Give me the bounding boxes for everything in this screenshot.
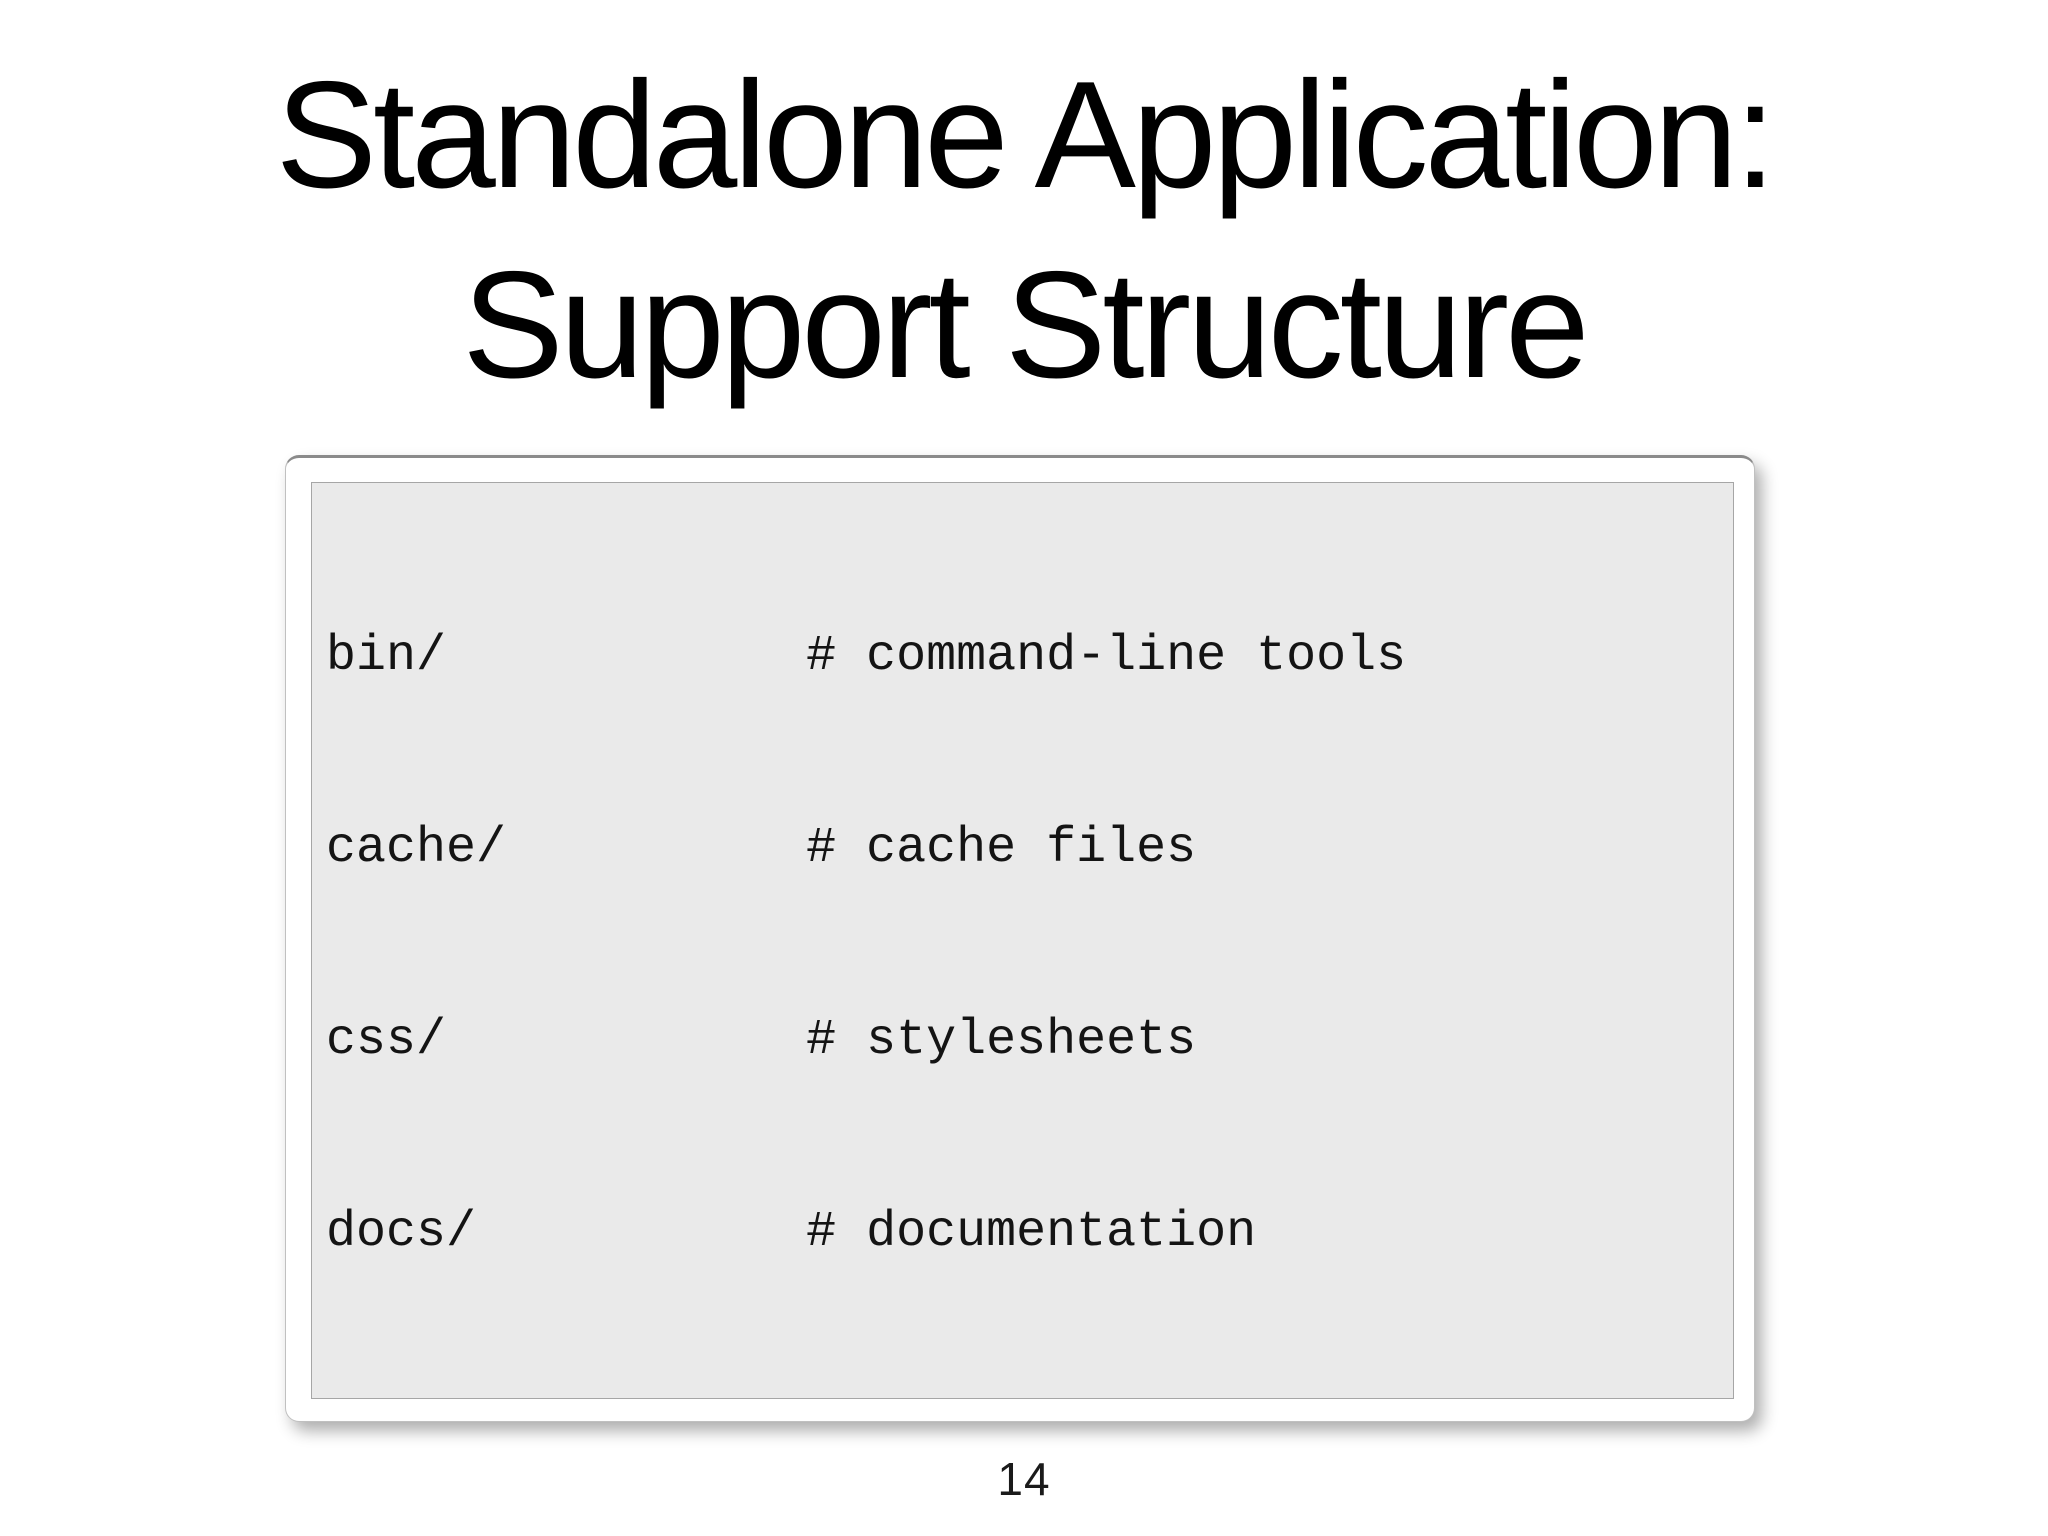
dir-comment: # cache files (806, 820, 1197, 877)
dir-comment: # images (806, 1396, 1046, 1398)
slide-title-line2: Support Structure (462, 240, 1589, 410)
slide-title-line1: Standalone Application: (275, 50, 1777, 220)
dir-name: cache/ (326, 820, 507, 877)
code-line: css/ # stylesheets (326, 1009, 1733, 1073)
dir-comment: # stylesheets (806, 1012, 1197, 1069)
code-line: docs/ # documentation (326, 1201, 1733, 1265)
page-number: 14 (997, 1453, 1051, 1505)
code-frame: bin/ # command-line tools cache/ # cache f… (285, 455, 1755, 1422)
code-line: bin/ # command-line tools (326, 625, 1733, 689)
dir-name: css/ (326, 1012, 447, 1069)
dir-name: docs/ (326, 1204, 477, 1261)
code-line: cache/ # cache files (326, 817, 1733, 881)
code-line: img/# images (326, 1393, 1733, 1398)
dir-name: bin/ (326, 628, 447, 685)
dir-comment: # command-line tools (806, 628, 1407, 685)
directory-listing-panel: bin/ # command-line tools cache/ # cache f… (311, 482, 1734, 1399)
dir-name: img/ (326, 1393, 806, 1398)
dir-comment: # documentation (806, 1204, 1257, 1261)
slide-title: Standalone Application: Support Structur… (0, 40, 2048, 420)
